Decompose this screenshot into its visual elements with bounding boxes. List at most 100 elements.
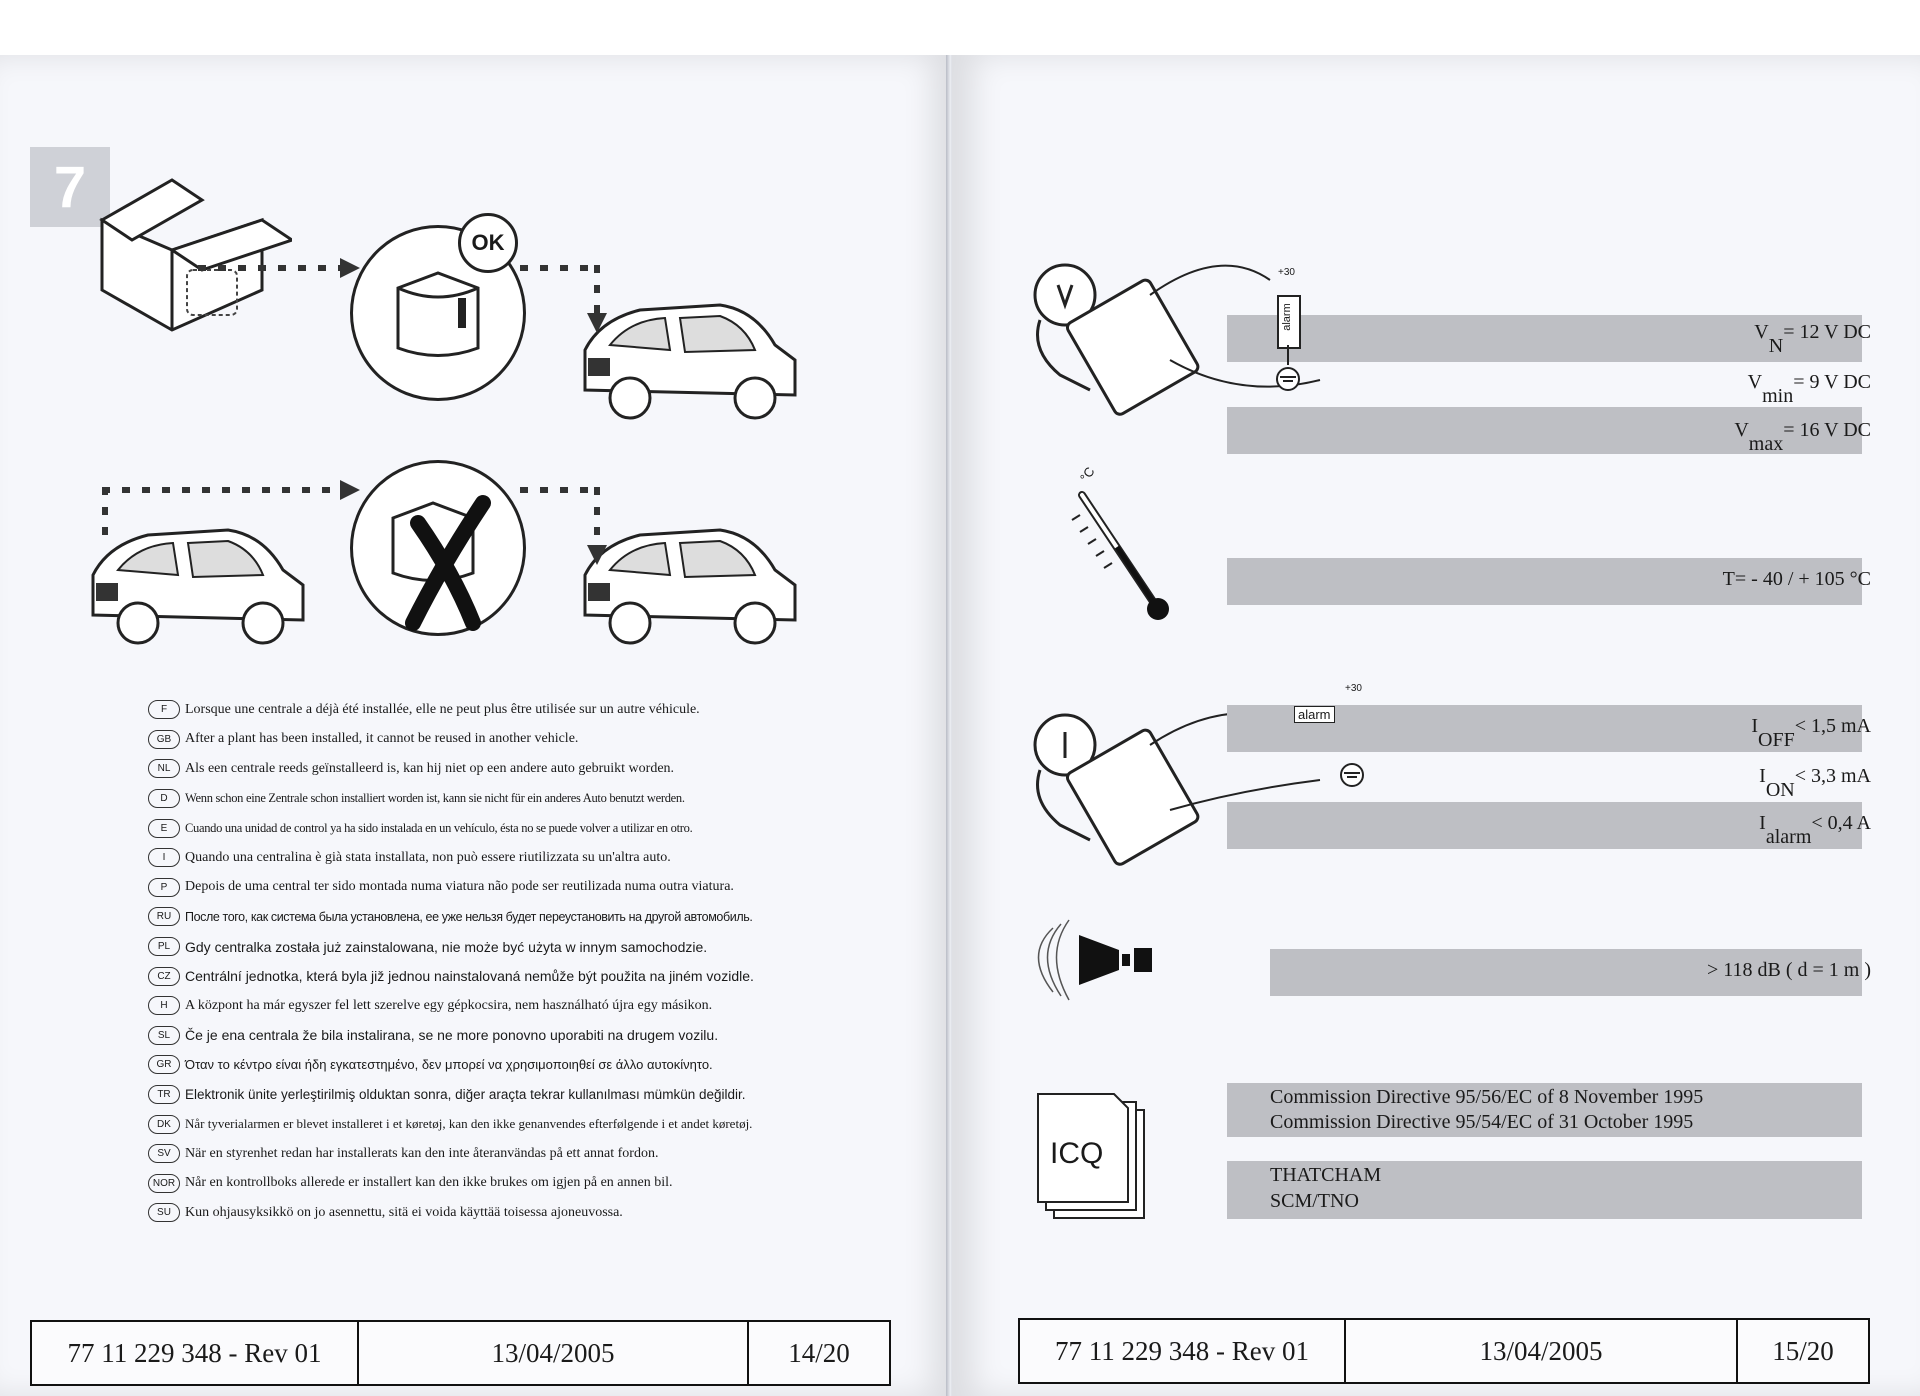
dashed-path <box>520 487 600 493</box>
temperature-range: T= - 40 / + 105 °C <box>1722 568 1871 590</box>
ground-icon <box>1340 763 1364 787</box>
ground-icon <box>1276 345 1300 391</box>
current-on: ION< 3,3 mA <box>1759 765 1871 801</box>
page-number: 14/20 <box>788 1337 850 1368</box>
spec-band <box>1227 407 1862 454</box>
alarm-label: alarm <box>1281 303 1293 331</box>
language-code: D <box>148 789 180 809</box>
arrow-right-icon <box>340 258 360 278</box>
voltage-max: Vmax= 16 V DC <box>1734 419 1871 455</box>
current-off: IOFF< 1,5 mA <box>1751 715 1871 751</box>
language-code: SV <box>148 1144 180 1164</box>
spec-band <box>1227 315 1862 362</box>
thermometer-icon <box>1071 491 1169 620</box>
dashed-path <box>520 265 600 271</box>
ok-label: OK <box>458 213 518 273</box>
spec-band <box>1270 949 1862 996</box>
language-code: GR <box>148 1055 180 1075</box>
spec-band <box>1227 558 1862 605</box>
sound-level: > 118 dB ( d = 1 m ) <box>1706 959 1871 981</box>
step-number-badge: 7 <box>30 147 110 227</box>
document-date: 13/04/2005 <box>1346 1320 1738 1382</box>
cross-mark-icon <box>391 495 491 631</box>
control-unit-icon <box>396 271 480 357</box>
book-gutter <box>946 55 956 1396</box>
language-code: SL <box>148 1025 180 1045</box>
spec-band <box>1227 802 1862 849</box>
plus-30-label: +30 <box>1345 683 1362 694</box>
packaging-box-illustration <box>99 178 292 332</box>
documents-icon <box>1037 1093 1145 1219</box>
approval-band <box>1227 1161 1862 1219</box>
language-code: NL <box>148 759 180 779</box>
alarm-label: alarm <box>1294 706 1335 723</box>
siren-sound-icon <box>1037 919 1152 1001</box>
language-code: H <box>148 996 180 1016</box>
right-page: alarm +30 VN= 12 V DC Vmin= 9 V DC Vmax=… <box>952 55 1920 1396</box>
language-code: E <box>148 818 180 838</box>
language-code: F <box>148 700 180 720</box>
ok-unit-circle <box>350 225 526 401</box>
left-page: 7 OK <box>0 55 950 1396</box>
car-illustration <box>583 528 797 645</box>
document-reference: 77 11 229 348 - Rev 01 <box>1020 1320 1346 1382</box>
language-code: SU <box>148 1203 180 1223</box>
ammeter-icon <box>1033 712 1321 866</box>
approval-body: SCM/TNO <box>1270 1190 1359 1212</box>
voltage-min: Vmin= 9 V DC <box>1747 371 1871 407</box>
language-code: CZ <box>148 966 180 986</box>
document-date: 13/04/2005 <box>359 1322 749 1384</box>
voltage-nominal: VN= 12 V DC <box>1754 321 1871 357</box>
arrow-down-icon <box>587 545 607 565</box>
car-illustration <box>91 528 305 645</box>
dashed-path <box>198 265 343 271</box>
directive-line: Commission Directive 95/54/EC of 31 Octo… <box>1270 1111 1694 1133</box>
dashed-path <box>102 487 108 547</box>
directive-line: Commission Directive 95/56/EC of 8 Novem… <box>1270 1086 1704 1108</box>
dashed-path <box>594 265 600 315</box>
language-code: DK <box>148 1114 180 1134</box>
language-code: NOR <box>148 1173 180 1193</box>
car-illustration <box>583 303 797 420</box>
language-code: PL <box>148 937 180 957</box>
directive-band <box>1227 1083 1862 1137</box>
dashed-path <box>102 487 342 493</box>
icq-label: ICQ <box>1050 1137 1104 1170</box>
arrow-down-icon <box>587 313 607 333</box>
language-code: GB <box>148 729 180 749</box>
language-code: TR <box>148 1085 180 1105</box>
language-code: P <box>148 877 180 897</box>
dashed-path <box>594 487 600 547</box>
approval-body: THATCHAM <box>1270 1164 1382 1186</box>
arrow-right-icon <box>340 480 360 500</box>
page-footer: 77 11 229 348 - Rev 01 13/04/2005 14/20 <box>30 1320 891 1386</box>
page-footer: 77 11 229 348 - Rev 01 13/04/2005 15/20 <box>1018 1318 1870 1384</box>
voltmeter-icon <box>1033 263 1321 416</box>
page-number: 15/20 <box>1772 1335 1834 1366</box>
language-code: RU <box>148 907 180 927</box>
language-code: I <box>148 848 180 868</box>
rejected-unit-circle <box>350 460 526 636</box>
alarm-fuse-box <box>1277 295 1301 349</box>
current-alarm: Ialarm< 0,4 A <box>1759 812 1871 848</box>
plus-30-label: +30 <box>1278 267 1295 278</box>
document-reference: 77 11 229 348 - Rev 01 <box>32 1322 359 1384</box>
